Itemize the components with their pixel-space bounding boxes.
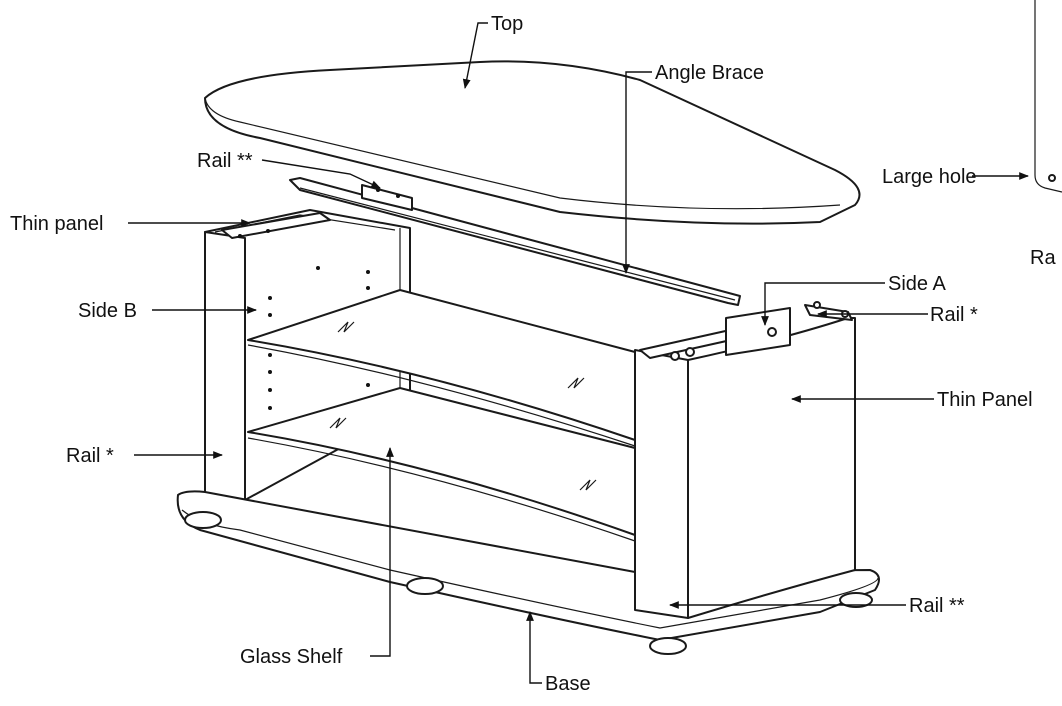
label-rail-single-right: Rail * xyxy=(930,304,978,326)
label-rail-double-top: Rail ** xyxy=(197,150,253,172)
side-a-assembly xyxy=(634,301,856,619)
label-rail-double-bottom: Rail ** xyxy=(909,595,965,617)
label-ra-cut: Ra xyxy=(1030,247,1056,269)
label-angle-brace: Angle Brace xyxy=(655,62,764,84)
label-base: Base xyxy=(545,673,591,695)
label-large-hole: Large hole xyxy=(882,166,977,188)
label-rail-single-left: Rail * xyxy=(66,445,114,467)
hole-detail-partial xyxy=(1034,0,1062,193)
glass-shelves xyxy=(247,289,636,542)
label-glass-shelf: Glass Shelf xyxy=(240,646,343,668)
label-side-b: Side B xyxy=(78,300,137,322)
label-side-a: Side A xyxy=(888,273,946,295)
label-top: Top xyxy=(491,13,523,35)
label-thin-panel-right: Thin Panel xyxy=(937,389,1033,411)
label-thin-panel-left: Thin panel xyxy=(10,213,103,235)
leader-lines xyxy=(128,22,1029,684)
top-board xyxy=(204,60,861,225)
